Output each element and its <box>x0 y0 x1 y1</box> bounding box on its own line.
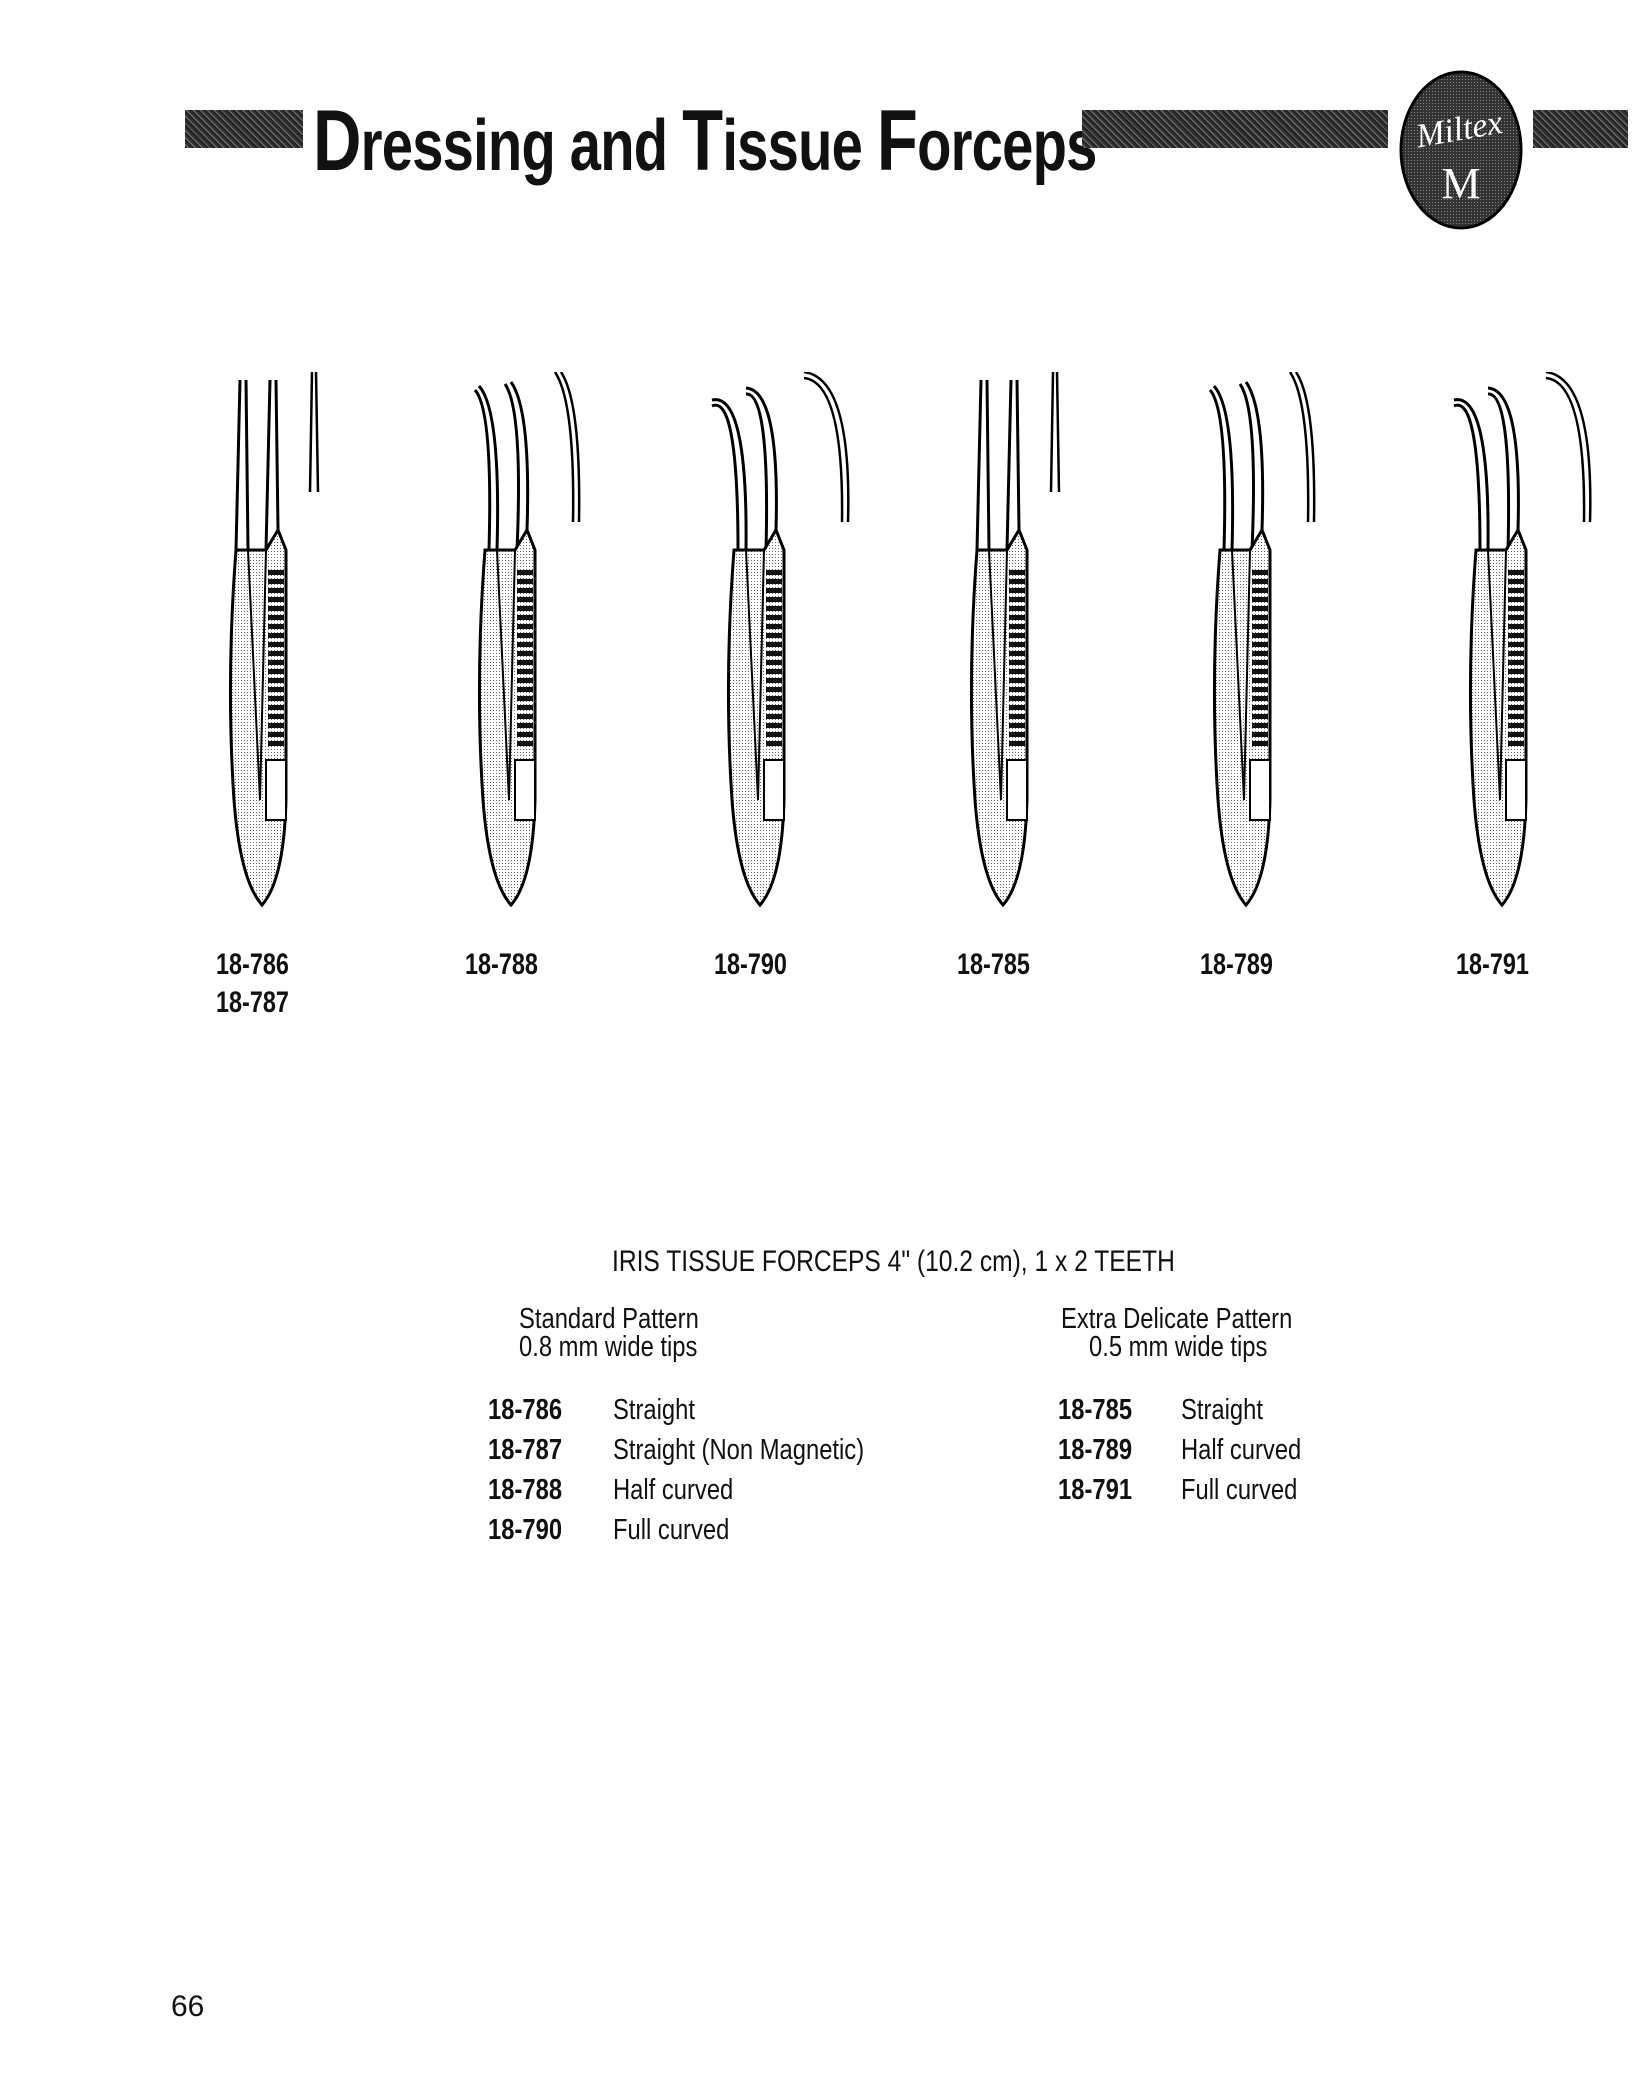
product-desc: Full curved <box>613 1514 730 1546</box>
instrument-code: 18-788 <box>465 948 538 981</box>
standard-pattern-title: Standard Pattern <box>519 1303 699 1335</box>
forceps-illustration <box>206 379 296 945</box>
forceps-tip-detail <box>1042 371 1102 537</box>
product-desc: Full curved <box>1181 1474 1298 1506</box>
instrument-code: 18-785 <box>957 948 1030 981</box>
instrument-code: 18-786 <box>216 948 289 981</box>
delicate-pattern-subtitle: 0.5 mm wide tips <box>1089 1331 1268 1363</box>
instrument-code: 18-789 <box>1200 948 1273 981</box>
forceps-illustration <box>455 380 545 945</box>
spec-heading: IRIS TISSUE FORCEPS 4" (10.2 cm), 1 x 2 … <box>612 1245 1175 1278</box>
product-desc: Straight (Non Magnetic) <box>613 1434 865 1466</box>
forceps-tip-detail <box>1285 371 1345 537</box>
miltex-logo: Miltex M <box>1396 70 1526 230</box>
product-desc: Straight <box>1181 1394 1263 1426</box>
delicate-pattern-title: Extra Delicate Pattern <box>1061 1303 1293 1335</box>
product-code: 18-788 <box>488 1474 563 1506</box>
forceps-tip-detail <box>301 371 361 537</box>
page-number: 66 <box>171 1990 205 2023</box>
header-bar-right <box>1533 110 1628 148</box>
page-title: Dressing and Tissue Forceps <box>313 93 1097 189</box>
product-desc: Straight <box>613 1394 695 1426</box>
svg-text:M: M <box>1441 159 1480 208</box>
standard-pattern-subtitle: 0.8 mm wide tips <box>519 1331 698 1363</box>
product-code: 18-787 <box>488 1434 563 1466</box>
forceps-tip-detail <box>550 371 610 537</box>
instrument-code: 18-791 <box>1456 948 1529 981</box>
forceps-illustration <box>704 380 794 945</box>
forceps-tip-detail <box>1541 370 1601 537</box>
product-code: 18-789 <box>1058 1434 1133 1466</box>
forceps-tip-detail <box>799 370 859 537</box>
instrument-code: 18-790 <box>714 948 787 981</box>
product-code: 18-785 <box>1058 1394 1133 1426</box>
forceps-illustration <box>947 379 1037 945</box>
product-code: 18-790 <box>488 1514 563 1546</box>
product-desc: Half curved <box>613 1474 734 1506</box>
header-bar-left <box>185 110 303 148</box>
header-bar-middle <box>1082 110 1388 148</box>
forceps-illustration <box>1446 380 1536 945</box>
instrument-code: 18-787 <box>216 986 289 1019</box>
product-code: 18-786 <box>488 1394 563 1426</box>
product-desc: Half curved <box>1181 1434 1302 1466</box>
product-code: 18-791 <box>1058 1474 1133 1506</box>
forceps-illustration <box>1190 380 1280 945</box>
